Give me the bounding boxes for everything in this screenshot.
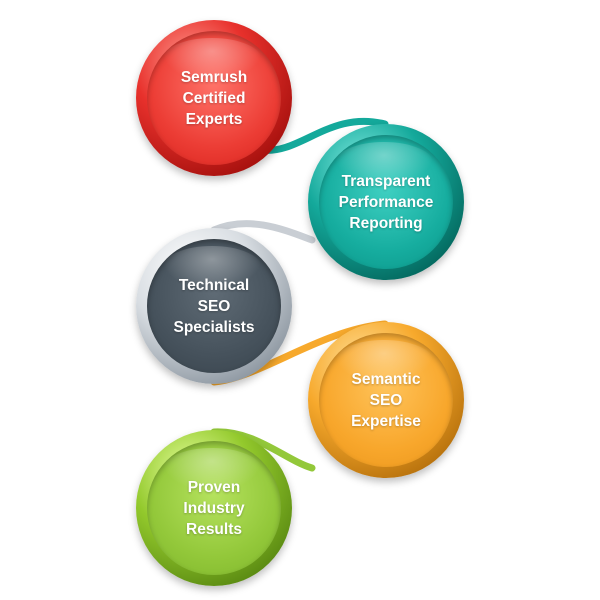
node-label: Technical SEO Specialists [173, 276, 255, 336]
node-core: Technical SEO Specialists [147, 239, 281, 373]
node-core: Semantic SEO Expertise [319, 333, 453, 467]
connector-1-2 [258, 117, 389, 154]
node-core: Semrush Certified Experts [147, 31, 281, 165]
connector-2-3 [210, 220, 316, 244]
node-label: Semrush Certified Experts [180, 68, 248, 128]
node-label: Transparent Performance Reporting [338, 172, 434, 232]
node-technical-seo-specialists: Technical SEO Specialists [136, 228, 292, 384]
node-semantic-seo-expertise: Semantic SEO Expertise [308, 322, 464, 478]
node-semrush-certified-experts: Semrush Certified Experts [136, 20, 292, 176]
node-label: Proven Industry Results [183, 478, 245, 538]
node-transparent-performance-reporting: Transparent Performance Reporting [308, 124, 464, 280]
node-core: Proven Industry Results [147, 441, 281, 575]
node-core: Transparent Performance Reporting [319, 135, 453, 269]
node-label: Semantic SEO Expertise [351, 370, 421, 430]
node-proven-industry-results: Proven Industry Results [136, 430, 292, 586]
